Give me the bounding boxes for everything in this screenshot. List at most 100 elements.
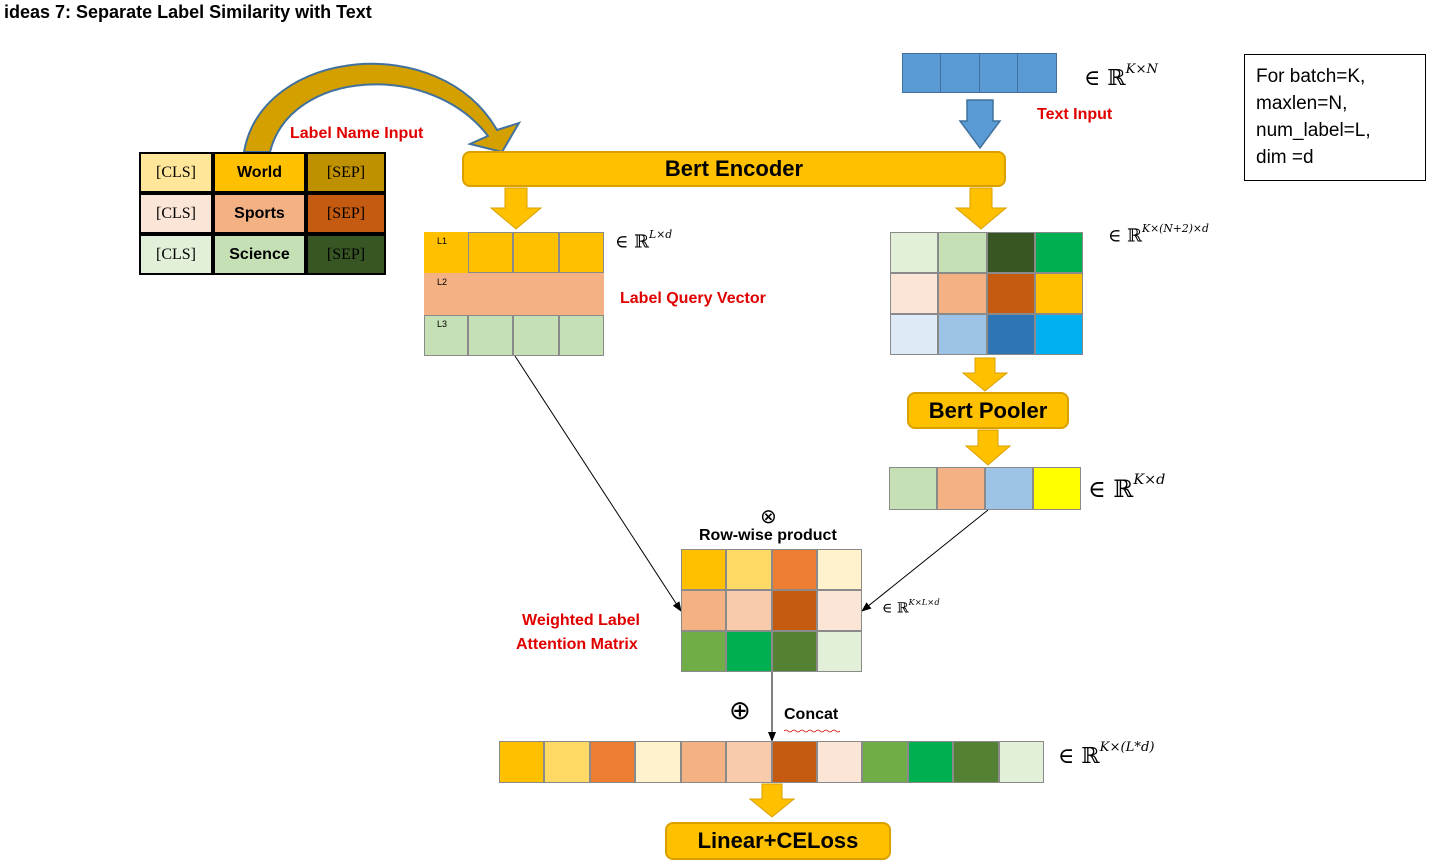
vector-cell bbox=[726, 741, 772, 783]
note-line: For batch=K, bbox=[1256, 66, 1366, 87]
matrix-cell bbox=[726, 549, 772, 590]
in-symbol: ∈ bbox=[882, 600, 893, 617]
pooled-dim: ∈ ℝK×d bbox=[1088, 472, 1165, 503]
oplus-symbol: ⊕ bbox=[729, 696, 751, 726]
matrix-cell bbox=[816, 631, 862, 672]
row-label-l2: L2 bbox=[424, 273, 468, 315]
encoder-right-down-arrow bbox=[954, 187, 1008, 230]
matrix-cell bbox=[681, 549, 727, 590]
attention-matrix bbox=[681, 549, 862, 672]
matrix-cell bbox=[938, 232, 987, 273]
matrix-cell bbox=[558, 314, 604, 356]
reals-symbol: ℝ bbox=[896, 600, 909, 617]
sep-token: [SEP] bbox=[306, 152, 386, 193]
text-input-dim: ∈ ℝK×N bbox=[1084, 62, 1158, 91]
text-input-down-arrow bbox=[958, 99, 1002, 150]
matrix-cell bbox=[816, 549, 862, 590]
concat-dim: ∈ ℝK×(L*d) bbox=[1058, 740, 1155, 769]
pooled-to-attention-line bbox=[861, 509, 989, 612]
vector-cell bbox=[862, 741, 908, 783]
text-input-caption: Text Input bbox=[1037, 106, 1113, 123]
curved-arrow bbox=[242, 62, 522, 154]
matrix-cell bbox=[986, 232, 1035, 273]
in-symbol: ∈ bbox=[615, 231, 629, 253]
dim-superscript: K×d bbox=[1133, 472, 1166, 488]
label-sports: Sports bbox=[213, 193, 306, 234]
vector-cell bbox=[589, 741, 636, 783]
dim-superscript: K×(L*d) bbox=[1099, 740, 1155, 755]
in-symbol: ∈ bbox=[1084, 65, 1101, 91]
concat-squiggle bbox=[783, 729, 841, 733]
matrix-cell bbox=[890, 232, 939, 273]
weighted-label-caption-line2: Attention Matrix bbox=[516, 636, 638, 653]
matrix-cell bbox=[890, 273, 939, 314]
matrix-cell bbox=[513, 273, 559, 315]
matrix-cell bbox=[513, 314, 559, 356]
concat-vector bbox=[499, 741, 1044, 783]
vector-cell bbox=[998, 741, 1044, 783]
otimes-symbol: ⊗ bbox=[760, 504, 777, 528]
dim-superscript: K×N bbox=[1125, 62, 1159, 77]
vector-cell bbox=[680, 741, 727, 783]
encoder-output-matrix bbox=[890, 232, 1083, 355]
vector-cell bbox=[544, 741, 590, 783]
matrix-cell bbox=[1034, 273, 1083, 314]
text-input-vector bbox=[902, 53, 1057, 93]
cls-token: [CLS] bbox=[139, 193, 213, 234]
pooled-vector bbox=[889, 467, 1081, 510]
note-line: dim =d bbox=[1256, 147, 1314, 168]
pooler-out-arrow bbox=[964, 429, 1012, 466]
matrix-cell bbox=[771, 590, 817, 631]
matrix-cell bbox=[771, 631, 817, 672]
diagram-title: ideas 7: Separate Label Similarity with … bbox=[4, 2, 372, 22]
matrix-cell bbox=[513, 232, 559, 274]
vector-cell bbox=[903, 54, 942, 92]
matrix-cell bbox=[468, 314, 514, 356]
reals-symbol: ℝ bbox=[1081, 743, 1100, 769]
matrix-cell bbox=[1034, 232, 1083, 273]
in-symbol: ∈ bbox=[1108, 225, 1122, 247]
matrix-cell bbox=[890, 314, 939, 355]
label-name-input-caption: Label Name Input bbox=[290, 125, 424, 142]
matrix-cell bbox=[986, 314, 1035, 355]
label-query-caption: Label Query Vector bbox=[620, 290, 766, 307]
concat-out-arrow bbox=[748, 783, 796, 818]
attention-dim: ∈ ℝK×L×d bbox=[882, 597, 940, 617]
dim-superscript: K×L×d bbox=[908, 597, 940, 607]
vector-cell bbox=[985, 467, 1033, 510]
matrix-cell bbox=[816, 590, 862, 631]
concat-caption: Concat bbox=[784, 706, 839, 723]
matrix-cell bbox=[468, 232, 514, 274]
vector-cell bbox=[816, 741, 863, 783]
vector-cell bbox=[771, 741, 817, 783]
dim-superscript: L×d bbox=[649, 228, 673, 241]
matrix-cell bbox=[726, 631, 772, 672]
encoder-left-down-arrow bbox=[489, 187, 543, 230]
matrix-cell bbox=[1034, 314, 1083, 355]
in-symbol: ∈ bbox=[1088, 474, 1106, 503]
vector-cell bbox=[889, 467, 937, 510]
row-wise-product-caption: Row-wise product bbox=[699, 527, 837, 544]
vector-cell bbox=[937, 467, 985, 510]
reals-symbol: ℝ bbox=[1107, 65, 1126, 91]
linear-celoss-block: Linear+CELoss bbox=[665, 822, 891, 860]
matrix-cell bbox=[938, 273, 987, 314]
notation-box: For batch=K, maxlen=N, num_label=L, dim … bbox=[1244, 54, 1426, 181]
pooler-in-arrow bbox=[961, 357, 1009, 392]
vector-cell bbox=[907, 741, 954, 783]
matrix-cell bbox=[986, 273, 1035, 314]
row-label-l1: L1 bbox=[424, 232, 468, 274]
matrix-cell bbox=[558, 273, 604, 315]
vector-cell bbox=[953, 741, 999, 783]
cls-token: [CLS] bbox=[139, 152, 213, 193]
bert-encoder-block: Bert Encoder bbox=[462, 151, 1006, 187]
vector-cell bbox=[635, 741, 681, 783]
vector-cell bbox=[1017, 54, 1056, 92]
label-token-table: [CLS] World [SEP] [CLS] Sports [SEP] [CL… bbox=[139, 152, 386, 275]
matrix-cell bbox=[468, 273, 514, 315]
label-world: World bbox=[213, 152, 306, 193]
vector-cell bbox=[499, 741, 545, 783]
dim-superscript: K×(N+2)×d bbox=[1142, 222, 1209, 235]
cls-token: [CLS] bbox=[139, 234, 213, 275]
